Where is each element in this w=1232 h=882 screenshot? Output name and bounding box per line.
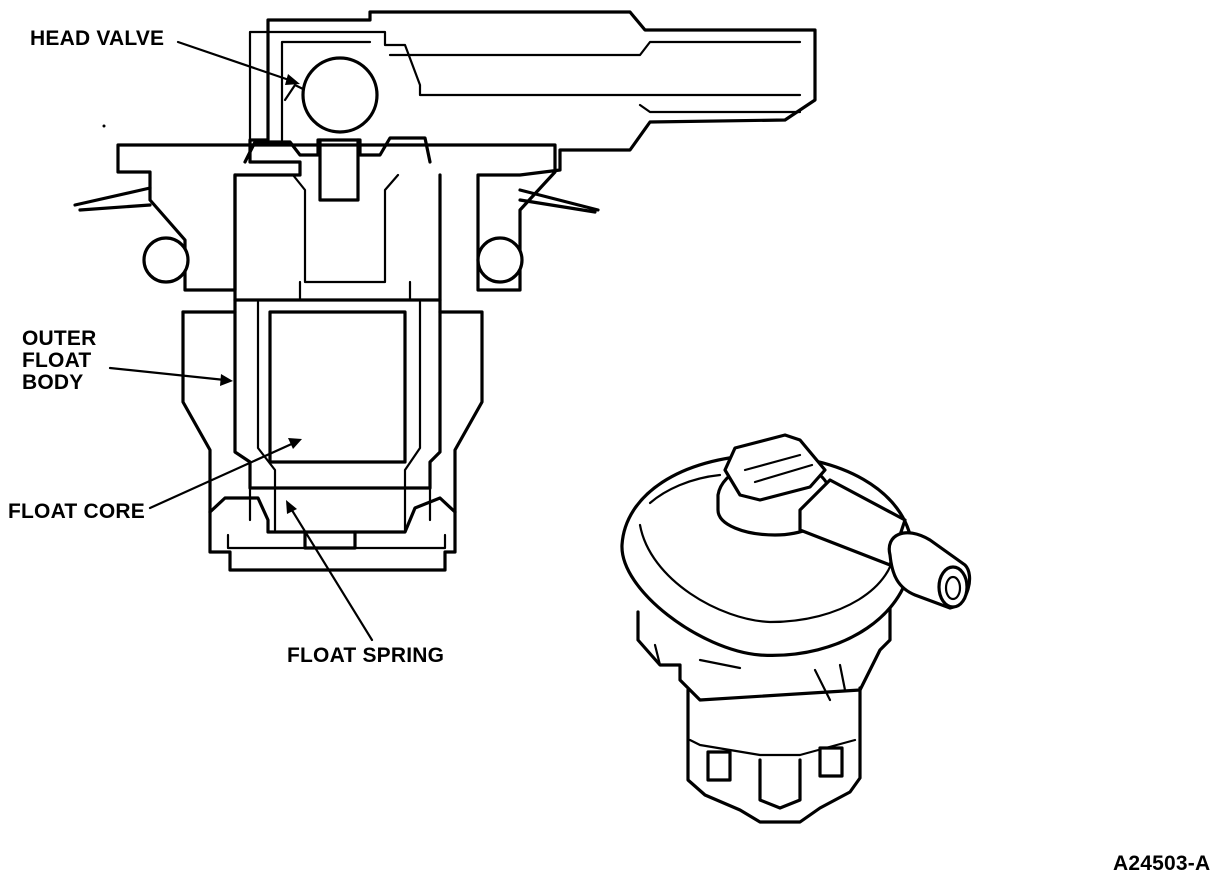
label-float-spring: FLOAT SPRING xyxy=(287,644,445,667)
figure-reference-number: A24503-A xyxy=(1113,852,1211,875)
cross-section-body xyxy=(73,10,817,642)
valve-exterior-drawing xyxy=(620,433,972,824)
label-float-core: FLOAT CORE xyxy=(8,500,145,523)
label-head-valve: HEAD VALVE xyxy=(30,27,165,50)
label-outer-float-body-line3: BODY xyxy=(22,371,84,394)
label-outer-float-body-line2: FLOAT xyxy=(22,349,92,372)
label-outer-float-body-line1: OUTER xyxy=(22,327,97,350)
